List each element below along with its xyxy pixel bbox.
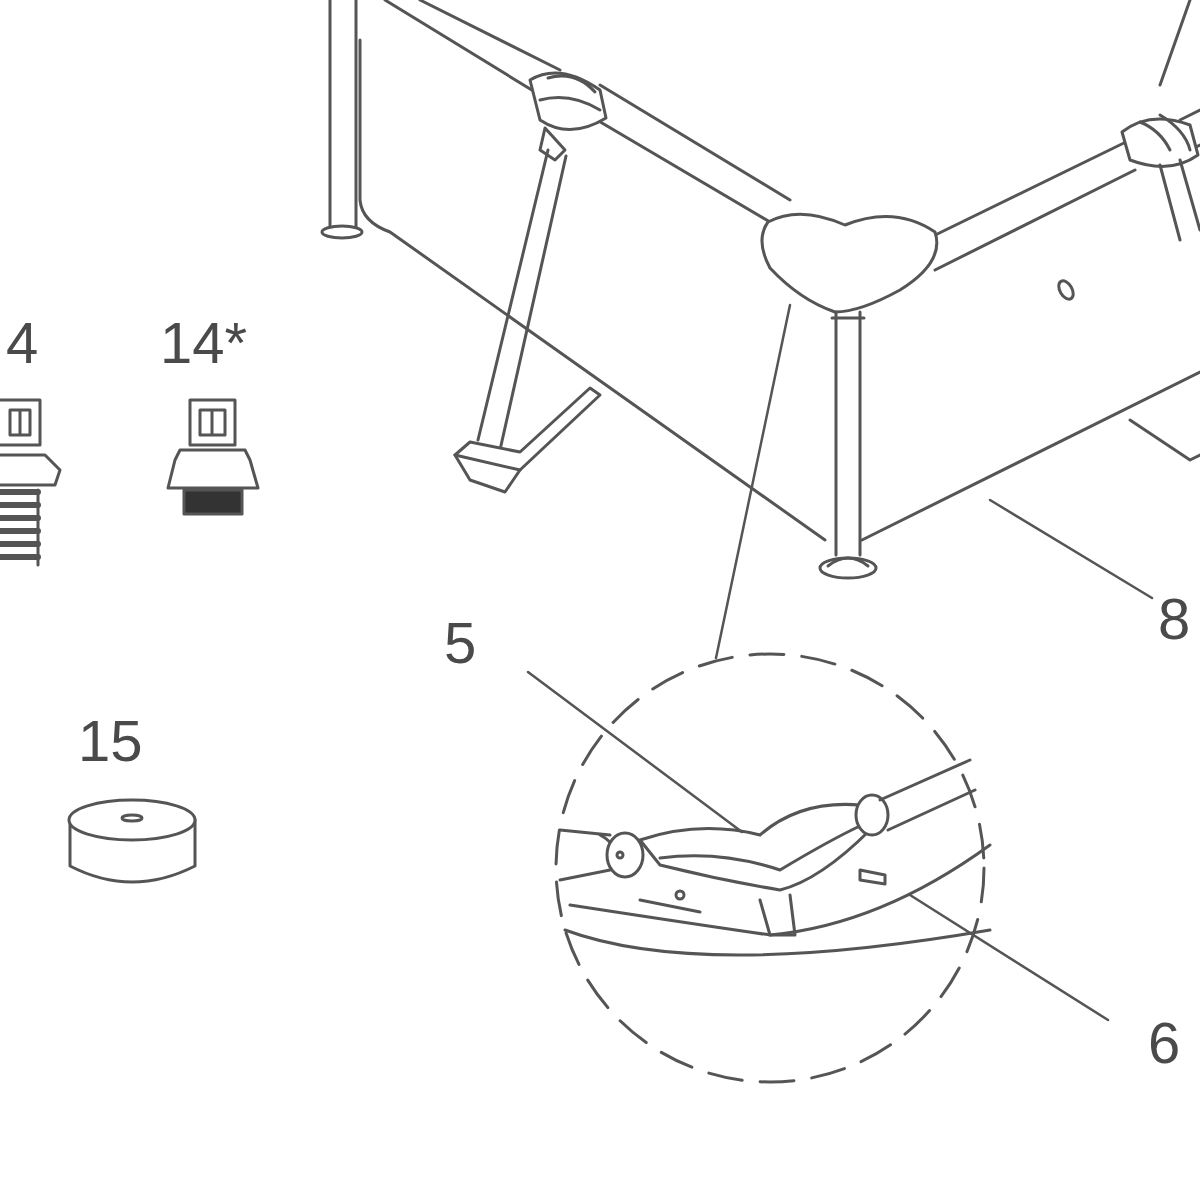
callout-number: 8 [1158,590,1190,648]
callout-number: 14* [160,314,247,372]
callout-number: 15 [78,712,143,770]
callout-number: 4 [6,314,38,372]
callout-number: 5 [444,614,476,672]
callout-number: 6 [1148,1014,1180,1072]
